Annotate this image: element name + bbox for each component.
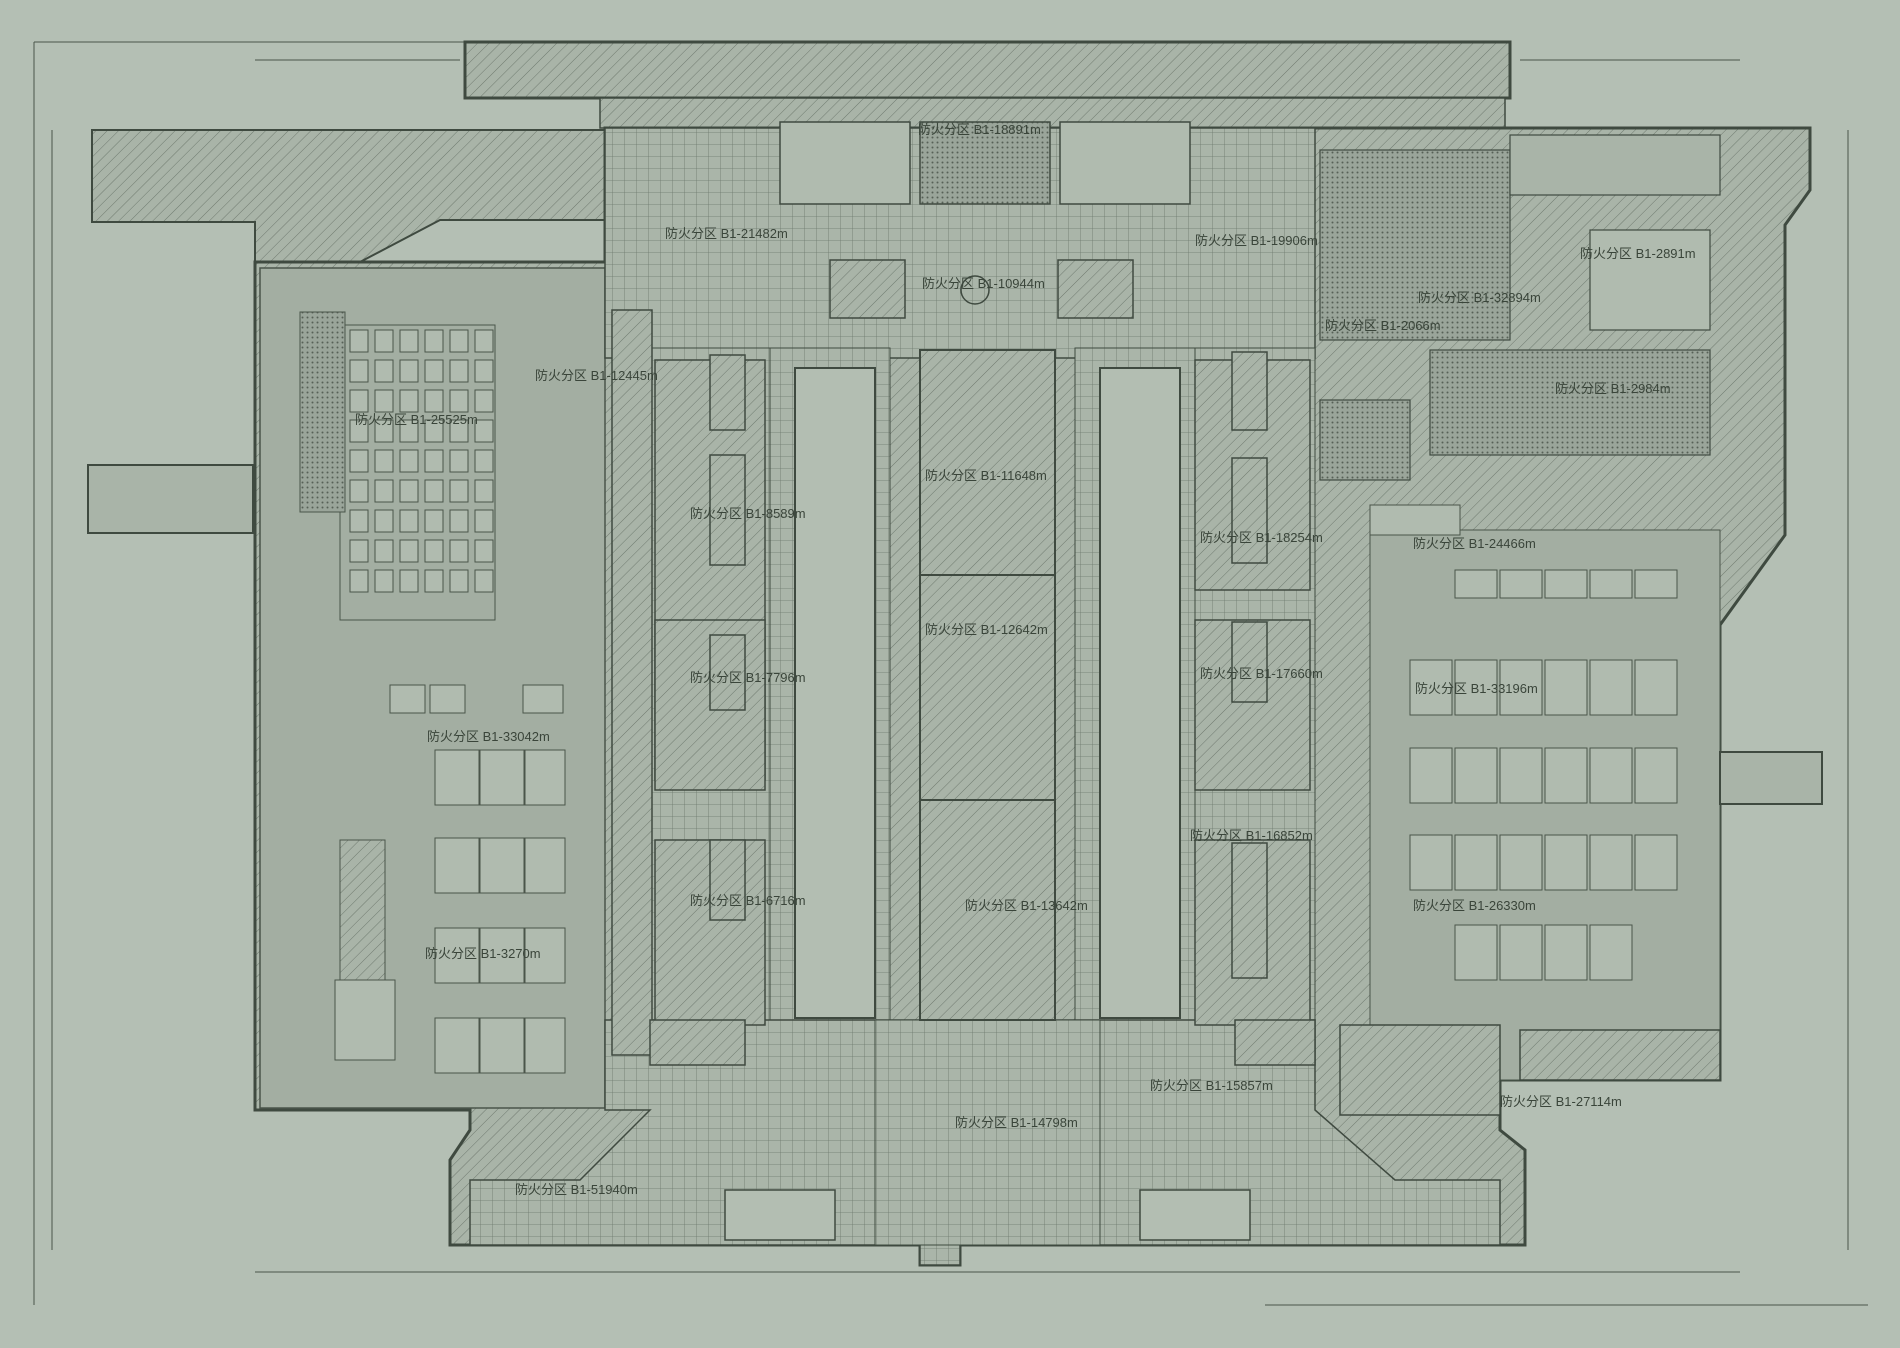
fire-zone-label: 防火分区 B1-7796m — [690, 670, 806, 685]
fire-zone-label: 防火分区 B1-27114m — [1500, 1094, 1622, 1109]
dimension-lines — [33, 41, 1868, 1306]
fire-zone-label: 防火分区 B1-17660m — [1200, 666, 1323, 681]
fire-zone-label: 防火分区 B1-26330m — [1413, 898, 1536, 913]
atrium-voids — [794, 349, 1181, 1021]
fire-zone-label: 防火分区 B1-18254m — [1200, 530, 1323, 545]
fire-zone-label: 防火分区 B1-12445m — [535, 368, 658, 383]
fire-zone-label: 防火分区 B1-51940m — [515, 1182, 638, 1197]
fire-zone-label: 防火分区 B1-18891m — [918, 122, 1041, 137]
right-ramp — [1719, 751, 1823, 805]
right-parking-zone — [1369, 504, 1721, 1081]
fire-zone-label: 防火分区 B1-16852m — [1190, 828, 1313, 843]
shop-blocks — [611, 309, 1311, 1056]
fire-zone-label: 防火分区 B1-2984m — [1555, 381, 1671, 396]
fire-zone-label: 防火分区 B1-15857m — [1150, 1078, 1273, 1093]
fire-zone-label: 防火分区 B1-14798m — [955, 1115, 1078, 1130]
fire-zone-label: 防火分区 B1-2066m — [1325, 318, 1441, 333]
fire-zone-label: 防火分区 B1-21482m — [665, 226, 788, 241]
fire-zone-label: 防火分区 B1-25525m — [355, 412, 478, 427]
fire-zone-label: 防火分区 B1-3270m — [425, 946, 541, 961]
fire-zone-label: 防火分区 B1-33042m — [427, 729, 550, 744]
fire-zone-label: 防火分区 B1-19906m — [1195, 233, 1318, 248]
fire-zone-label: 防火分区 B1-32894m — [1418, 290, 1541, 305]
left-ramp — [87, 129, 606, 534]
fire-zone-label: 防火分区 B1-6716m — [690, 893, 806, 908]
left-parking-zone — [259, 267, 606, 1109]
fire-zone-label: 防火分区 B1-13642m — [965, 898, 1088, 913]
fire-zone-label: 防火分区 B1-24466m — [1413, 536, 1536, 551]
fire-zone-label: 防火分区 B1-2891m — [1580, 246, 1696, 261]
fire-zone-label: 防火分区 B1-33196m — [1415, 681, 1538, 696]
fire-zone-label: 防火分区 B1-11648m — [925, 468, 1047, 483]
fire-zone-label: 防火分区 B1-8589m — [690, 506, 806, 521]
fire-zone-label: 防火分区 B1-12642m — [925, 622, 1048, 637]
fire-zone-label: 防火分区 B1-10944m — [922, 276, 1045, 291]
right-upper-zone — [1319, 134, 1721, 481]
top-atrium — [779, 121, 1191, 319]
top-station-block — [463, 40, 1512, 129]
bottom-lobby — [649, 1019, 1721, 1241]
fire-zone-labels: 防火分区 B1-21482m 防火分区 B1-18891m 防火分区 B1-10… — [355, 122, 1696, 1197]
